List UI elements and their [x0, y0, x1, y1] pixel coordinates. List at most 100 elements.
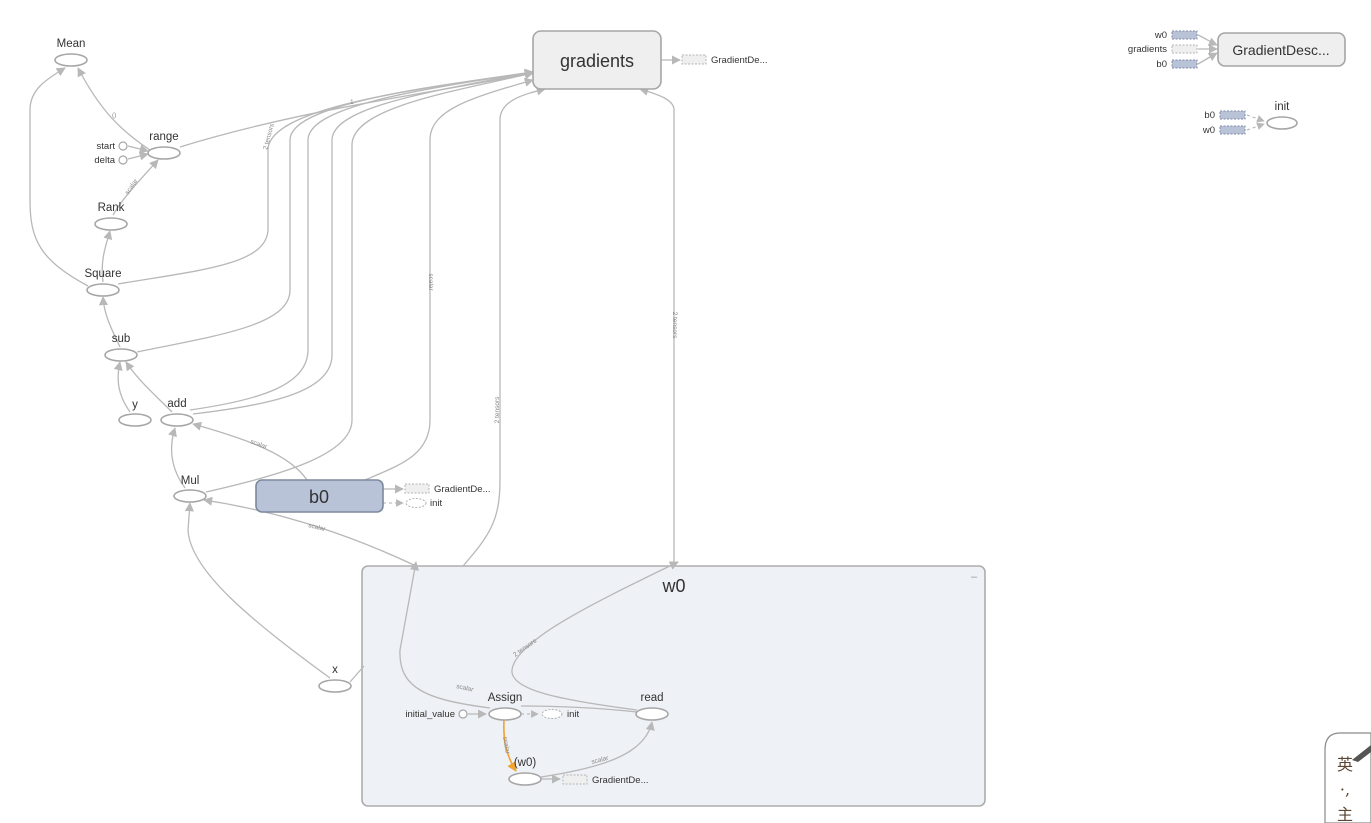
edges — [29, 34, 1265, 784]
seal-brush-mark — [1352, 745, 1371, 762]
op-w0-var[interactable]: (w0) — [508, 757, 542, 786]
op-add-shape[interactable] — [160, 413, 194, 427]
aux-init-label: init — [1275, 101, 1291, 113]
edge-label-range-mean: () — [112, 112, 116, 119]
op-rank[interactable]: Rank — [94, 202, 128, 231]
const-delta-label: delta — [94, 155, 115, 166]
op-read-label: read — [640, 692, 663, 704]
edge-rank-range — [112, 159, 159, 216]
edge-label-scope-gradients: 2 tensors — [494, 396, 501, 423]
const-start[interactable]: start — [97, 141, 128, 152]
gradients-aux-gd-label: GradientDe... — [711, 55, 768, 66]
edge-b0-add — [192, 421, 308, 481]
aux-gradient-descent[interactable]: GradientDesc... w0 gradients b0 — [1128, 30, 1346, 70]
edge-label-w0-mul: scalar — [308, 522, 327, 533]
op-mean-label: Mean — [57, 38, 86, 50]
var-aux-gd[interactable]: GradientDe... — [562, 774, 649, 786]
edge-add-sub — [125, 361, 173, 413]
b0-aux-init[interactable]: init — [405, 498, 443, 509]
op-x-shape[interactable] — [318, 679, 352, 693]
aux-gd-input-b0-chip[interactable] — [1171, 59, 1198, 69]
edge-label-b0-gradients: scalar — [427, 273, 434, 291]
const-initial-value[interactable]: initial_value — [405, 709, 468, 720]
op-w0-var-shape[interactable] — [508, 772, 542, 786]
seal-char-2: ·, — [1340, 780, 1350, 799]
edge-x-scope — [349, 665, 365, 683]
collapse-icon[interactable]: – — [971, 571, 978, 583]
gradients-aux-gd[interactable]: GradientDe... — [681, 54, 768, 66]
edge-sub-square — [98, 296, 121, 348]
aux-gradient-descent-box[interactable] — [1217, 32, 1346, 67]
op-assign[interactable]: Assign — [488, 692, 523, 721]
op-square[interactable]: Square — [84, 268, 122, 297]
edge-add-gradients1 — [189, 68, 534, 411]
edge-range-gradients — [179, 70, 534, 148]
edge-read-assign — [520, 705, 638, 713]
constant-circle-icon[interactable] — [118, 141, 128, 151]
op-add[interactable]: add — [160, 398, 194, 427]
op-add-label: add — [167, 398, 186, 410]
node-gradients[interactable]: gradients — [532, 30, 662, 90]
op-assign-shape[interactable] — [488, 707, 522, 721]
b0-aux-init-chip[interactable] — [405, 498, 427, 508]
seal-char-1: 英 — [1337, 755, 1353, 774]
op-rank-shape[interactable] — [94, 217, 128, 231]
constant-circle-icon[interactable] — [118, 155, 128, 165]
op-assign-label: Assign — [488, 692, 523, 704]
aux-init-input-b0: b0 — [1204, 110, 1215, 121]
const-delta[interactable]: delta — [94, 155, 128, 166]
op-range[interactable]: range — [147, 131, 181, 160]
edge-label-assign-in: scalar — [456, 683, 475, 694]
b0-aux-gd-label: GradientDe... — [434, 484, 491, 495]
edge-label-assign-ref: scalar — [501, 736, 511, 755]
op-x[interactable]: x — [318, 664, 352, 693]
aux-init[interactable]: init b0 w0 — [1202, 101, 1298, 136]
op-mul-shape[interactable] — [173, 489, 207, 503]
b0-aux-gd-chip[interactable] — [404, 483, 430, 494]
node-b0-label: b0 — [309, 487, 329, 507]
op-y[interactable]: y — [118, 399, 152, 427]
op-mean[interactable]: Mean — [54, 38, 88, 67]
op-read[interactable]: read — [635, 692, 669, 721]
aux-init-input-w0-chip[interactable] — [1219, 125, 1246, 135]
op-sub-shape[interactable] — [104, 348, 138, 362]
aux-gd-input-w0-chip[interactable] — [1171, 30, 1198, 40]
assign-aux-init[interactable]: init — [541, 709, 580, 720]
op-square-label: Square — [84, 268, 121, 280]
assign-aux-init-chip[interactable] — [541, 709, 563, 719]
op-mul-label: Mul — [181, 475, 200, 487]
edge-b0-gradients — [364, 77, 534, 481]
op-sub-label: sub — [112, 333, 131, 345]
edge-scope-mul — [203, 496, 417, 567]
op-y-shape[interactable] — [118, 413, 152, 427]
node-gradients-label: gradients — [560, 51, 634, 71]
constant-circle-icon[interactable] — [458, 709, 468, 719]
edge-label-rank-range: scalar — [124, 177, 140, 196]
edge-w0-gradients — [639, 86, 675, 566]
op-square-shape[interactable] — [86, 283, 120, 297]
aux-gradient-descent-label: GradientDesc... — [1232, 42, 1329, 58]
aux-init-input-b0-chip[interactable] — [1219, 110, 1246, 120]
var-aux-gd-chip[interactable] — [562, 774, 588, 785]
op-read-shape[interactable] — [635, 707, 669, 721]
node-gradients-box[interactable] — [532, 30, 662, 90]
edge-delta-range — [127, 151, 149, 161]
b0-aux-init-label: init — [430, 498, 443, 509]
b0-aux-gd[interactable]: GradientDe... — [404, 483, 491, 495]
op-mean-shape[interactable] — [54, 53, 88, 67]
const-start-label: start — [97, 141, 116, 152]
edge-mul-add — [168, 427, 186, 489]
node-b0[interactable]: b0 — [255, 479, 384, 513]
op-mul[interactable]: Mul — [173, 475, 207, 503]
edge-y-sub — [113, 361, 131, 413]
aux-init-shape[interactable] — [1266, 116, 1298, 130]
aux-gd-input-gradients-chip[interactable] — [1171, 44, 1198, 54]
op-x-label: x — [332, 664, 338, 676]
seal-char-3: 主 — [1337, 805, 1353, 823]
op-sub[interactable]: sub — [104, 333, 138, 362]
node-b0-box[interactable] — [255, 479, 384, 513]
aux-gd-input-b0: b0 — [1156, 59, 1167, 70]
gradients-aux-gd-chip[interactable] — [681, 54, 707, 65]
op-range-shape[interactable] — [147, 146, 181, 160]
